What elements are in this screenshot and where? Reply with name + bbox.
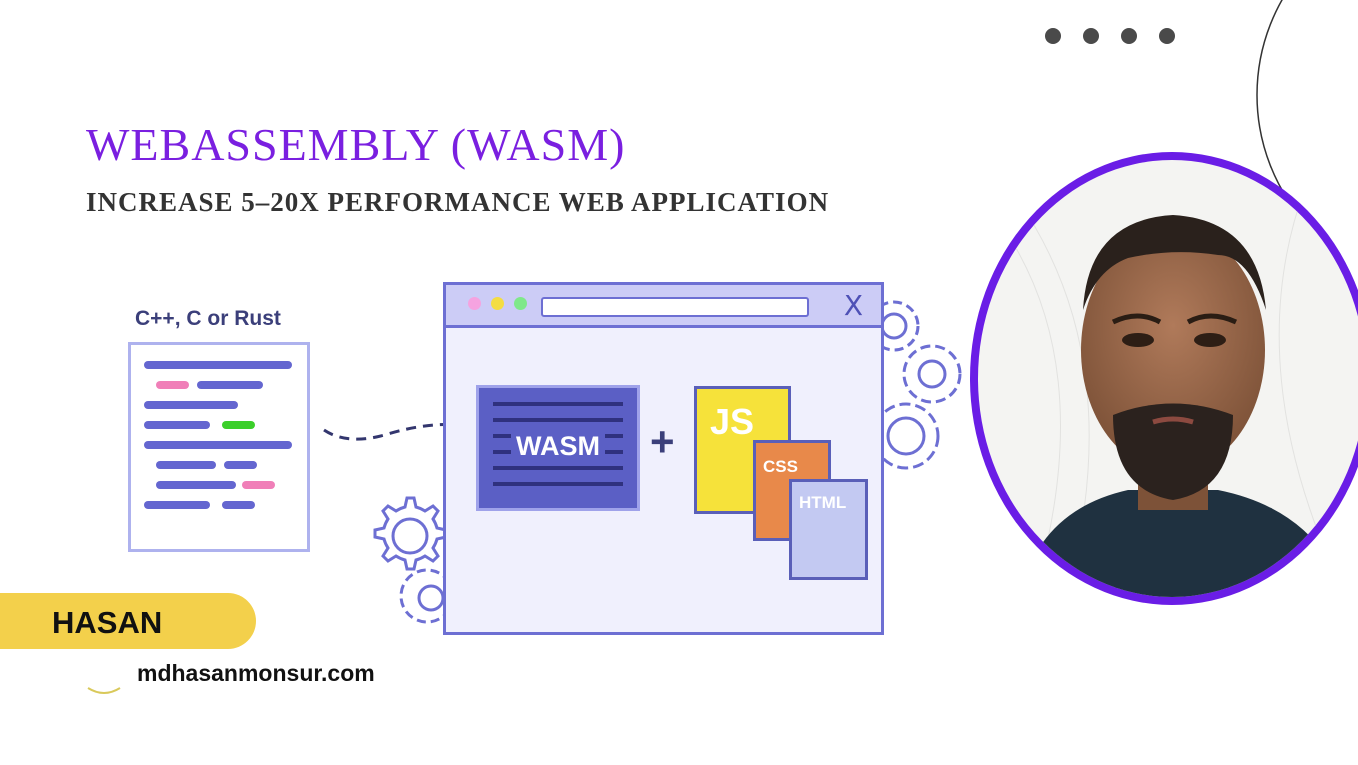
author-name-badge: HASAN (0, 593, 256, 649)
browser-title-bar: X (446, 285, 881, 328)
author-website: mdhasanmonsur.com (137, 660, 375, 686)
html-file: HTML (789, 479, 868, 580)
decorative-arc (87, 687, 121, 694)
wasm-line (493, 482, 623, 486)
code-line (156, 381, 189, 389)
wasm-line (493, 466, 623, 470)
code-line (242, 481, 275, 489)
decorative-arc (1256, 0, 1290, 200)
code-line (144, 361, 292, 369)
js-file-label: JS (710, 401, 755, 442)
gear-icon (373, 496, 447, 624)
close-icon: X (843, 289, 863, 322)
code-line (144, 421, 210, 429)
html-file-label: HTML (799, 493, 847, 512)
code-line (222, 421, 255, 429)
code-line (144, 501, 210, 509)
code-line (156, 481, 236, 489)
window-dot-green (514, 297, 527, 310)
code-line (224, 461, 257, 469)
page-subtitle: INCREASE 5–20X PERFORMANCE WEB APPLICATI… (86, 187, 830, 217)
pagination-dots (1045, 28, 1175, 44)
wasm-label: WASM (511, 431, 605, 461)
code-line (144, 401, 238, 409)
address-bar (541, 297, 809, 317)
page-title: WEBASSEMBLY (WASM) (86, 119, 626, 170)
wasm-module: WASM (476, 385, 640, 511)
gear-icon (874, 300, 962, 470)
window-dot-pink (468, 297, 481, 310)
person-illustration (997, 179, 1347, 597)
portrait-photo (970, 152, 1358, 605)
plus-sign: + (650, 418, 675, 465)
dot (1121, 28, 1137, 44)
window-dot-yellow (491, 297, 504, 310)
dot (1083, 28, 1099, 44)
code-line (144, 441, 292, 449)
wasm-line (493, 418, 623, 422)
wasm-line (493, 402, 623, 406)
dot (1159, 28, 1175, 44)
code-line (222, 501, 255, 509)
source-code-document (128, 342, 310, 552)
dot (1045, 28, 1061, 44)
code-line (197, 381, 263, 389)
css-file-label: CSS (763, 457, 798, 476)
author-name: HASAN (52, 605, 163, 640)
source-language-label: C++, C or Rust (135, 307, 281, 330)
code-line (156, 461, 216, 469)
